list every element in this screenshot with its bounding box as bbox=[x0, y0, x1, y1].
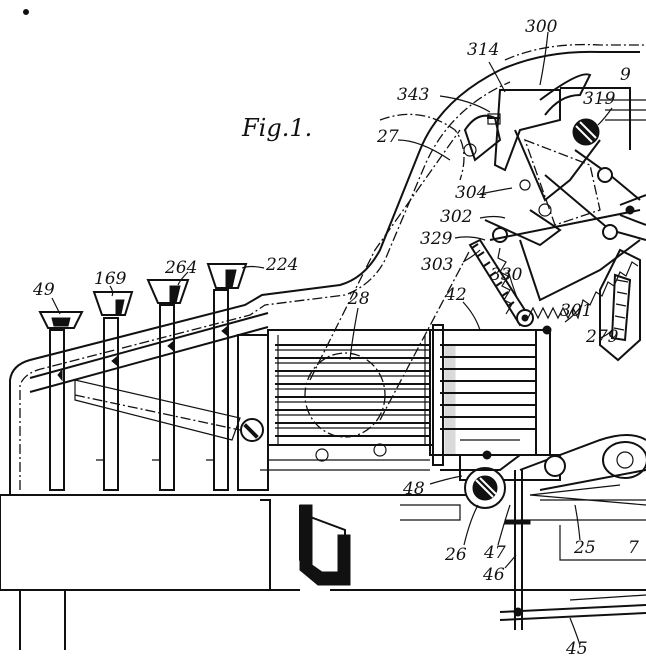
label-9: 9 bbox=[620, 65, 631, 85]
casing-outline bbox=[9, 43, 646, 495]
label-330: 330 bbox=[490, 265, 523, 285]
label-343: 343 bbox=[397, 85, 429, 105]
label-304: 304 bbox=[455, 183, 487, 203]
key-224 bbox=[206, 263, 248, 491]
typebar-lines bbox=[275, 344, 430, 437]
label-46: 46 bbox=[482, 565, 505, 585]
label-303: 303 bbox=[421, 255, 453, 275]
label-314: 314 bbox=[467, 40, 499, 60]
carriage-rail bbox=[459, 434, 646, 506]
label-47: 47 bbox=[483, 543, 506, 563]
key-264 bbox=[146, 279, 190, 491]
rod-46 bbox=[504, 470, 531, 630]
label-319: 319 bbox=[583, 89, 616, 109]
label-45: 45 bbox=[565, 639, 588, 659]
arm-279 bbox=[599, 194, 646, 362]
label-48: 48 bbox=[402, 479, 425, 499]
label-300: 300 bbox=[525, 17, 558, 37]
label-42: 42 bbox=[444, 285, 467, 305]
segment-42 bbox=[429, 324, 552, 466]
label-279: 279 bbox=[585, 327, 619, 347]
label-25: 25 bbox=[573, 538, 596, 558]
bar-45 bbox=[499, 594, 646, 621]
key-lever-bar bbox=[29, 312, 269, 461]
label-28: 28 bbox=[347, 289, 370, 309]
figure-title: Fig.1. bbox=[241, 114, 312, 142]
label-26: 26 bbox=[444, 545, 467, 565]
key-49 bbox=[38, 311, 84, 491]
label-27: 27 bbox=[376, 127, 399, 147]
label-264: 264 bbox=[164, 258, 197, 278]
lever-303 bbox=[468, 209, 641, 327]
base-frame bbox=[0, 494, 646, 650]
type-basket bbox=[237, 129, 471, 491]
label-302: 302 bbox=[440, 207, 472, 227]
label-301: 301 bbox=[560, 301, 592, 321]
leader-lines bbox=[51, 31, 613, 646]
label-224: 224 bbox=[265, 255, 298, 275]
label-329: 329 bbox=[420, 229, 453, 249]
label-7: 7 bbox=[628, 538, 639, 558]
label-49: 49 bbox=[32, 280, 55, 300]
part-labels: Fig.1. 49 169 264 224 28 42 27 343 314 3… bbox=[32, 17, 639, 659]
label-169: 169 bbox=[94, 269, 127, 289]
scan-speck bbox=[23, 9, 29, 15]
upper-linkage bbox=[463, 73, 646, 241]
shaft-26 bbox=[440, 450, 521, 509]
